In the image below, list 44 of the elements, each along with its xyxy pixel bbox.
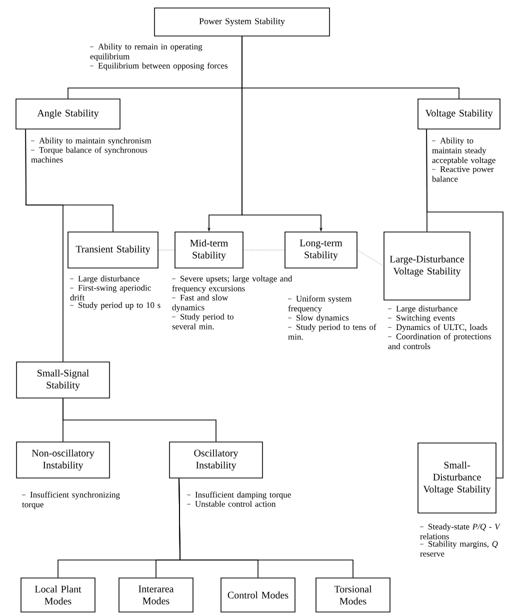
box: Control Modes bbox=[220, 578, 296, 612]
bullet-text: Dynamics of ULTC, loads bbox=[388, 324, 488, 332]
bullet-text: First-swing aperiodic drift bbox=[70, 284, 151, 300]
bullet-text: Torque balance of synchronous machines bbox=[30, 146, 148, 163]
box: Angle Stability bbox=[16, 98, 120, 130]
connector bbox=[178, 478, 354, 578]
box: Voltage Stability bbox=[418, 98, 500, 130]
box: Large-Disturbance Voltage Stability bbox=[384, 232, 470, 300]
bullet-text: Uniform system frequency bbox=[288, 296, 352, 314]
bullet-text: Large disturbance bbox=[388, 306, 458, 314]
connector bbox=[426, 129, 504, 478]
bullet-text: Coordination of protections and controls bbox=[388, 333, 492, 350]
connector bbox=[25, 129, 64, 362]
box: Power System Stability bbox=[154, 8, 330, 36]
bullet-text: Large disturbance bbox=[70, 276, 140, 284]
connector bbox=[357, 250, 384, 266]
box: Non-oscillatory Instability bbox=[16, 442, 110, 478]
connector bbox=[62, 398, 216, 442]
bullet-text: Study period to several min. bbox=[172, 314, 234, 330]
bullet-text: Unstable control action bbox=[186, 500, 276, 507]
bullet-text: Insufficient damping torque bbox=[186, 492, 291, 500]
bullet-text: Reactive power balance bbox=[432, 166, 494, 182]
bullet-text: Fast and slow dynamics bbox=[172, 294, 228, 312]
box: Small-Signal Stability bbox=[16, 362, 110, 398]
box: Small-Disturbance Voltage Stability bbox=[418, 442, 496, 514]
box: Mid-term Stability bbox=[174, 232, 244, 268]
bullet-text: Insufficient synchronizing torque bbox=[22, 492, 120, 510]
box: Oscillatory Instability bbox=[169, 442, 263, 478]
bullet-text: Ability to maintain steady acceptable voltage bbox=[432, 138, 496, 165]
bullet-text: Ability to remain in operating equilibrium bbox=[90, 44, 202, 61]
bullet-text: Equilibrium between opposing forces bbox=[90, 62, 228, 70]
bullet-text: Switching events bbox=[388, 314, 455, 322]
bullet-text: Stability margins, Q reserve bbox=[420, 540, 498, 557]
bullet-text: Steady-state P/Q - V relations bbox=[420, 524, 501, 540]
box: Transient Stability bbox=[68, 232, 158, 268]
bullet-text: Severe upsets; large voltage and frequency excursions bbox=[172, 276, 292, 294]
box: Torsional Modes bbox=[316, 578, 390, 612]
bullet-text: Study period to tens of min. bbox=[288, 324, 376, 340]
bullet-text: Study period up to 10 s bbox=[70, 302, 160, 310]
box: Long-term Stability bbox=[284, 232, 358, 268]
box: Interarea Modes bbox=[118, 578, 194, 612]
box: Local Plant Modes bbox=[20, 578, 96, 612]
bullet-text: Ability to maintain synchronism bbox=[30, 138, 152, 146]
bullet-text: Slow dynamics bbox=[288, 314, 349, 322]
